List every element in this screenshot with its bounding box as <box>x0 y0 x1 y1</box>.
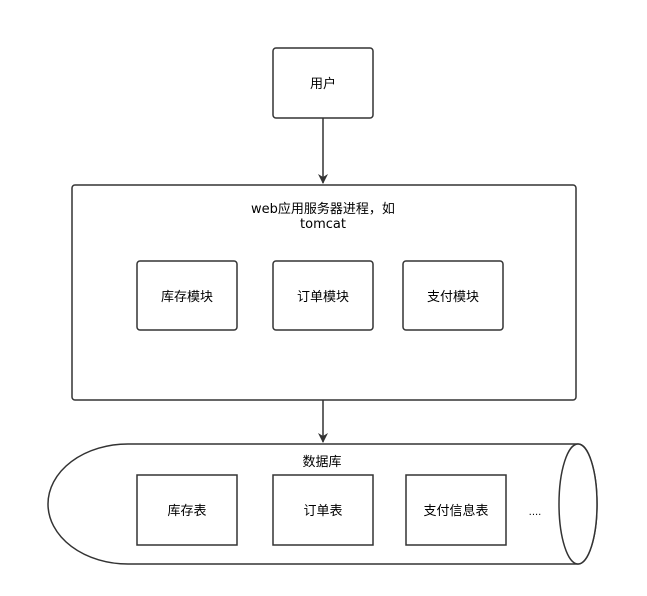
database-label: 数据库 <box>302 454 341 470</box>
server-label-line2: tomcat <box>300 217 346 232</box>
payment-module-label: 支付模块 <box>427 290 479 305</box>
order-module-node <box>272 260 374 331</box>
order-table-node <box>272 474 374 546</box>
inventory-module-label: 库存模块 <box>161 289 213 305</box>
payment-module-node <box>402 260 504 331</box>
inventory-module-node <box>136 260 238 331</box>
order-module-label: 订单模块 <box>297 290 349 305</box>
user-label: 用户 <box>310 76 336 92</box>
order-table-label: 订单表 <box>303 504 342 519</box>
inventory-table-label: 库存表 <box>167 503 206 519</box>
payment-info-table-label: 支付信息表 <box>423 503 488 519</box>
server-label-line1: web应用服务器进程，如 <box>251 201 395 217</box>
inventory-table-node <box>136 474 238 546</box>
database-cylinder-cap <box>558 443 598 565</box>
ellipsis-label: .... <box>529 507 542 518</box>
payment-info-table-node <box>405 474 507 546</box>
